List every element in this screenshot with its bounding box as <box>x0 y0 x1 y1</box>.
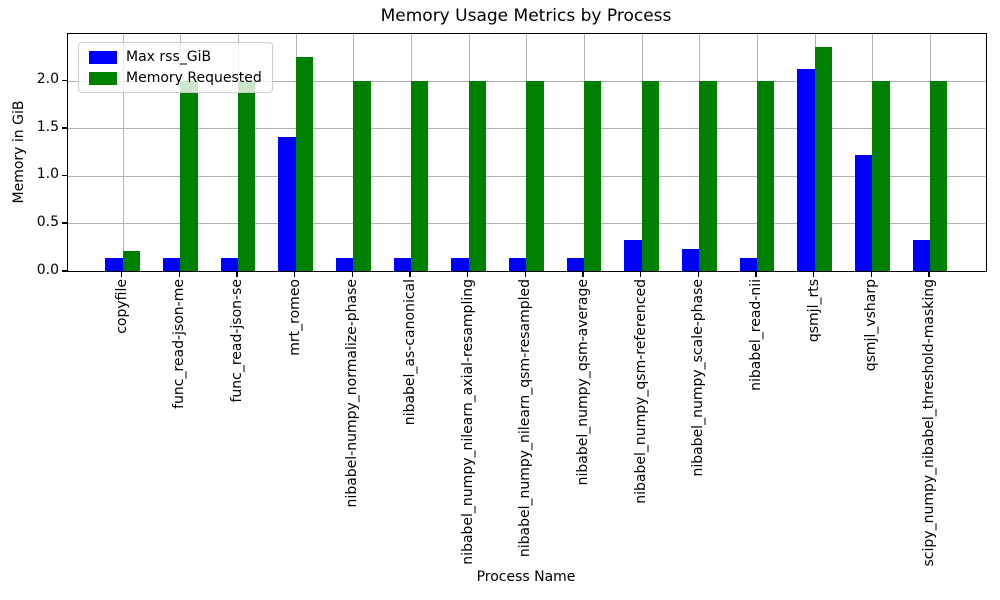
y-tick-mark <box>62 79 67 82</box>
bar-max-rss-gib <box>682 249 700 271</box>
x-tick-label: qsmjl_vsharp <box>859 279 883 371</box>
x-tick-label-text: mrt_romeo <box>286 279 303 356</box>
x-tick-label: mrt_romeo <box>283 279 307 356</box>
y-axis-label: Memory in GiB <box>11 100 27 204</box>
legend: Max rss_GiB Memory Requested <box>78 42 273 93</box>
x-tick-mark <box>524 271 527 277</box>
x-tick-label-text: nibabel_numpy_qsm-referenced <box>632 279 649 504</box>
x-tick-label-text: nibabel_read-nii <box>747 279 764 391</box>
bar-memory-requested <box>411 80 429 271</box>
x-tick-label-text: nibabel_numpy_nilearn_qsm-resampled <box>517 279 534 558</box>
bar-memory-requested <box>814 47 832 271</box>
x-tick-label-text: nibabel_numpy_nilearn_axial-resampling <box>459 279 476 565</box>
x-tick-label: nibabel-numpy_normalize-phase <box>340 279 364 507</box>
bar-max-rss-gib <box>451 257 469 271</box>
bar-memory-requested <box>872 80 890 271</box>
x-tick-mark <box>178 271 181 277</box>
y-tick-mark <box>62 270 67 272</box>
x-tick-mark <box>639 271 642 277</box>
bar-memory-requested <box>526 80 544 271</box>
x-tick-label: nibabel_numpy_nilearn_axial-resampling <box>456 279 480 565</box>
legend-item-max-rss: Max rss_GiB <box>89 49 262 65</box>
bar-memory-requested <box>699 80 717 271</box>
bar-memory-requested <box>353 80 371 271</box>
x-tick-label: func_read-json-me <box>167 279 191 409</box>
bar-memory-requested <box>122 251 140 271</box>
x-tick-label: copyfile <box>110 279 134 334</box>
y-tick-label: 2.0 <box>36 71 59 88</box>
bar-max-rss-gib <box>105 257 123 271</box>
y-tick-label: 0.5 <box>36 213 59 230</box>
x-tick-mark <box>466 271 469 277</box>
bar-memory-requested <box>468 80 486 271</box>
x-tick-label-text: nibabel_as-canonical <box>402 279 418 426</box>
bar-max-rss-gib <box>797 69 815 271</box>
x-tick-label: nibabel_numpy_scale-phase <box>686 279 710 477</box>
bar-max-rss-gib <box>163 257 181 271</box>
x-tick-label: nibabel_numpy_nilearn_qsm-resampled <box>513 279 537 557</box>
bar-max-rss-gib <box>912 239 930 271</box>
x-gridline <box>122 34 124 271</box>
x-tick-label: nibabel_numpy_qsm-referenced <box>629 279 653 504</box>
x-tick-label: func_read-json-se <box>225 279 249 403</box>
bar-max-rss-gib <box>278 136 296 271</box>
bar-max-rss-gib <box>566 257 584 271</box>
bar-memory-requested <box>929 80 948 271</box>
bar-memory-requested <box>295 56 313 271</box>
bar-memory-requested <box>756 80 775 271</box>
bar-max-rss-gib <box>739 257 757 271</box>
bar-max-rss-gib <box>336 257 354 271</box>
x-tick-mark <box>870 271 873 277</box>
x-tick-mark <box>697 271 700 277</box>
y-tick-label: 0.0 <box>36 261 59 278</box>
x-tick-label: nibabel_read-nii <box>744 279 768 391</box>
x-tick-mark <box>293 271 296 277</box>
legend-label-max-rss: Max rss_GiB <box>126 49 212 65</box>
x-tick-mark <box>755 271 757 277</box>
x-tick-label-text: qsmjl_vsharp <box>863 279 880 372</box>
x-tick-label-text: func_read-json-me <box>171 279 188 409</box>
x-tick-mark <box>409 271 411 277</box>
x-tick-mark <box>236 271 238 277</box>
bar-memory-requested <box>238 80 256 271</box>
x-tick-label: scipy_numpy_nibabel_threshold-masking <box>917 279 941 566</box>
legend-swatch-max-rss <box>89 50 117 64</box>
y-tick-mark <box>62 222 67 224</box>
x-tick-mark <box>351 271 354 277</box>
x-tick-mark <box>928 271 930 277</box>
x-tick-label-text: nibabel_numpy_scale-phase <box>690 279 707 477</box>
x-tick-label-text: qsmjl_rts <box>805 279 822 343</box>
bar-max-rss-gib <box>624 239 642 271</box>
legend-label-memory-requested: Memory Requested <box>126 70 262 86</box>
y-tick-label: 1.5 <box>36 118 59 135</box>
y-tick-mark <box>62 174 67 177</box>
x-tick-label-text: nibabel-numpy_normalize-phase <box>344 279 361 508</box>
x-tick-label: nibabel_as-canonical <box>398 279 422 425</box>
x-tick-mark <box>812 271 815 277</box>
chart-title: Memory Usage Metrics by Process <box>380 6 672 26</box>
y-tick-label: 1.0 <box>36 166 59 183</box>
x-tick-label: qsmjl_rts <box>802 279 826 342</box>
legend-item-memory-requested: Memory Requested <box>89 70 262 86</box>
bar-max-rss-gib <box>509 257 527 271</box>
x-tick-label-text: copyfile <box>113 279 130 334</box>
bar-max-rss-gib <box>393 257 411 271</box>
bar-max-rss-gib <box>854 154 873 271</box>
x-tick-mark <box>120 271 123 277</box>
plot-area: Max rss_GiB Memory Requested <box>67 33 987 272</box>
x-tick-label-text: nibabel_numpy_qsm-average <box>574 279 591 486</box>
bar-memory-requested <box>180 80 198 271</box>
x-tick-label-text: scipy_numpy_nibabel_threshold-masking <box>920 279 937 567</box>
bar-memory-requested <box>583 80 602 271</box>
x-tick-mark <box>582 271 584 277</box>
bar-memory-requested <box>641 80 659 271</box>
x-tick-label-text: func_read-json-se <box>229 279 246 403</box>
y-tick-mark <box>62 127 67 129</box>
legend-swatch-memory-requested <box>89 71 117 85</box>
x-tick-label: nibabel_numpy_qsm-average <box>571 279 595 485</box>
bar-max-rss-gib <box>220 257 239 271</box>
x-axis-label: Process Name <box>476 569 576 585</box>
